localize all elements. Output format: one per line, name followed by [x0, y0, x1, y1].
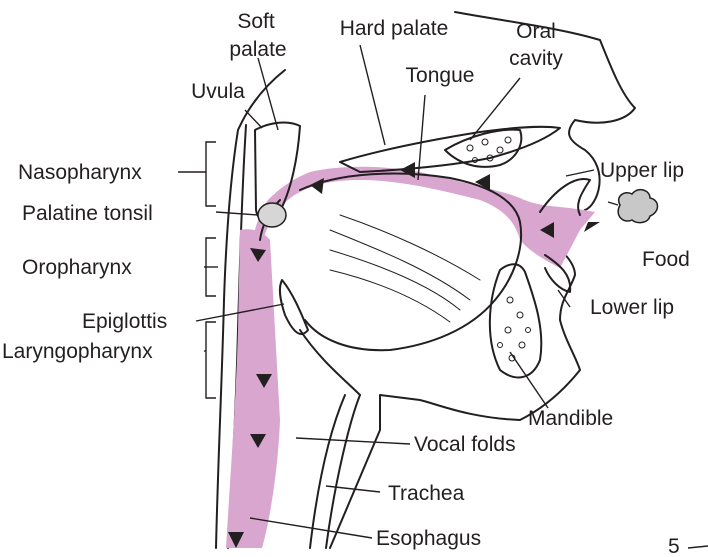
label-tongue: Tongue: [406, 64, 475, 87]
label-oral-cavity-line2: cavity: [509, 47, 563, 70]
label-soft-palate-line1: Soft: [237, 10, 275, 33]
label-laryngopharynx: Laryngopharynx: [2, 340, 153, 363]
label-trachea: Trachea: [388, 482, 465, 505]
label-nasopharynx: Nasopharynx: [18, 161, 142, 184]
label-food: Food: [642, 248, 690, 271]
label-palatine-tonsil: Palatine tonsil: [22, 202, 153, 225]
arrow-1: [584, 222, 600, 232]
label-upper-lip: Upper lip: [600, 159, 684, 182]
label-epiglottis: Epiglottis: [82, 310, 167, 333]
label-esophagus: Esophagus: [376, 527, 481, 550]
region-brackets: [206, 142, 216, 398]
head-outline: [216, 12, 635, 548]
label-oropharynx: Oropharynx: [22, 256, 132, 279]
labels: Soft palate Hard palate Oral cavity Uvul…: [2, 10, 690, 557]
food-bolus: [618, 190, 657, 223]
label-vocal-folds: Vocal folds: [414, 433, 516, 456]
label-hard-palate: Hard palate: [340, 17, 449, 40]
label-oral-cavity-line1: Oral: [516, 20, 556, 43]
label-mandible: Mandible: [528, 407, 613, 430]
label-uvula: Uvula: [191, 80, 245, 103]
page-number: 5: [668, 535, 680, 557]
label-lower-lip: Lower lip: [590, 296, 674, 319]
label-soft-palate-line2: palate: [229, 38, 286, 61]
